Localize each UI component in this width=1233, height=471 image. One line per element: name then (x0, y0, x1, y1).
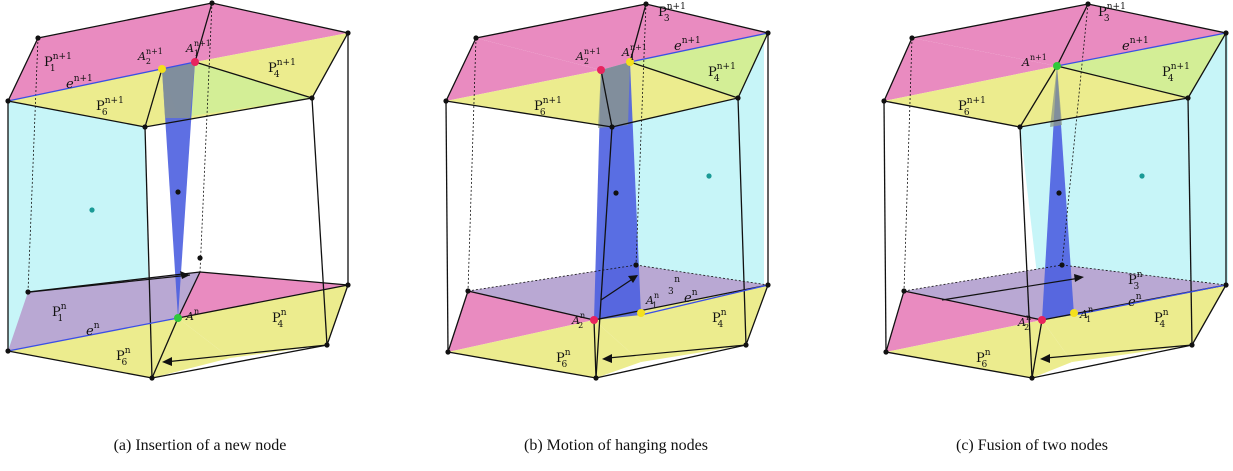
top-face-p6 (446, 62, 738, 127)
bottom-face-p4 (594, 285, 768, 362)
node-a2-top (597, 66, 605, 74)
top-face-magenta-lower (446, 38, 601, 101)
bottom-face-p6 (886, 320, 1072, 378)
label-e-bottom: en (1128, 292, 1142, 310)
node-a2-bottom (1038, 316, 1046, 324)
node-a1-top (191, 58, 199, 66)
label-e-top: en+1 (674, 36, 701, 54)
bottom-face-p6 (8, 318, 230, 378)
top-face-p4 (1057, 33, 1226, 98)
top-face-p3 (476, 4, 646, 70)
node-a1-bottom (1070, 309, 1078, 317)
arrow-head-left (602, 354, 612, 363)
grey-interface-top (1050, 66, 1062, 127)
node-a-top (1053, 62, 1061, 70)
bottom-face-p6 (448, 320, 641, 378)
interface-edge-top (629, 32, 769, 63)
label-e-bottom: en (86, 321, 100, 339)
node-a1-top (626, 58, 634, 66)
bottom-face-p4 (1042, 285, 1226, 362)
label-a-bottom: An (185, 307, 199, 323)
arrow-head-right (180, 271, 190, 279)
top-face-p4 (195, 33, 348, 98)
cell-center-node (706, 173, 712, 179)
bottom-face-p4 (178, 285, 348, 358)
grey-interface-top (598, 62, 630, 128)
label-a-top: An+1 (1021, 53, 1047, 69)
top-face-magenta-lower (884, 38, 1057, 101)
top-face-p1 (8, 3, 212, 101)
bottom-face-magenta (448, 291, 594, 352)
arrow-head-left (1040, 354, 1050, 363)
bottom-face-magenta (886, 291, 1042, 352)
bottom-face-magenta (178, 272, 348, 318)
top-face-magenta-right (1057, 4, 1226, 66)
interface-edge-bottom (1073, 284, 1227, 316)
arrow-head-right (628, 275, 638, 283)
arrow-head-right (1074, 274, 1084, 282)
node-a2-top (158, 65, 166, 73)
caption-c: (c) Fusion of two nodes (956, 437, 1108, 454)
node-a1-bottom (637, 309, 645, 317)
caption-a: (a) Insertion of a new node (113, 437, 287, 454)
top-face-p6 (884, 66, 1188, 127)
arrow-head-left (162, 357, 172, 366)
node-a2-bottom (590, 316, 598, 324)
interface-edge-top (1056, 32, 1227, 67)
caption-b: (b) Motion of hanging nodes (524, 437, 708, 454)
top-face-magenta-upper (195, 3, 348, 62)
cell-center-node (1139, 173, 1145, 179)
interface-edge-bottom (640, 284, 769, 316)
label-e-top: en+1 (1122, 36, 1149, 54)
label-e-top: en+1 (66, 74, 93, 92)
label-e-bottom: en (684, 288, 698, 306)
grey-interface-top (162, 62, 195, 118)
top-face-green (162, 62, 312, 118)
top-face-magenta-right (630, 4, 768, 62)
cell-center-node (89, 207, 95, 213)
top-face-p4 (630, 33, 768, 98)
top-face-p3 (912, 4, 1088, 66)
bottom-face-p1 (8, 272, 200, 351)
node-a-bottom (174, 314, 182, 322)
interface-edge-bottom (7, 317, 179, 352)
